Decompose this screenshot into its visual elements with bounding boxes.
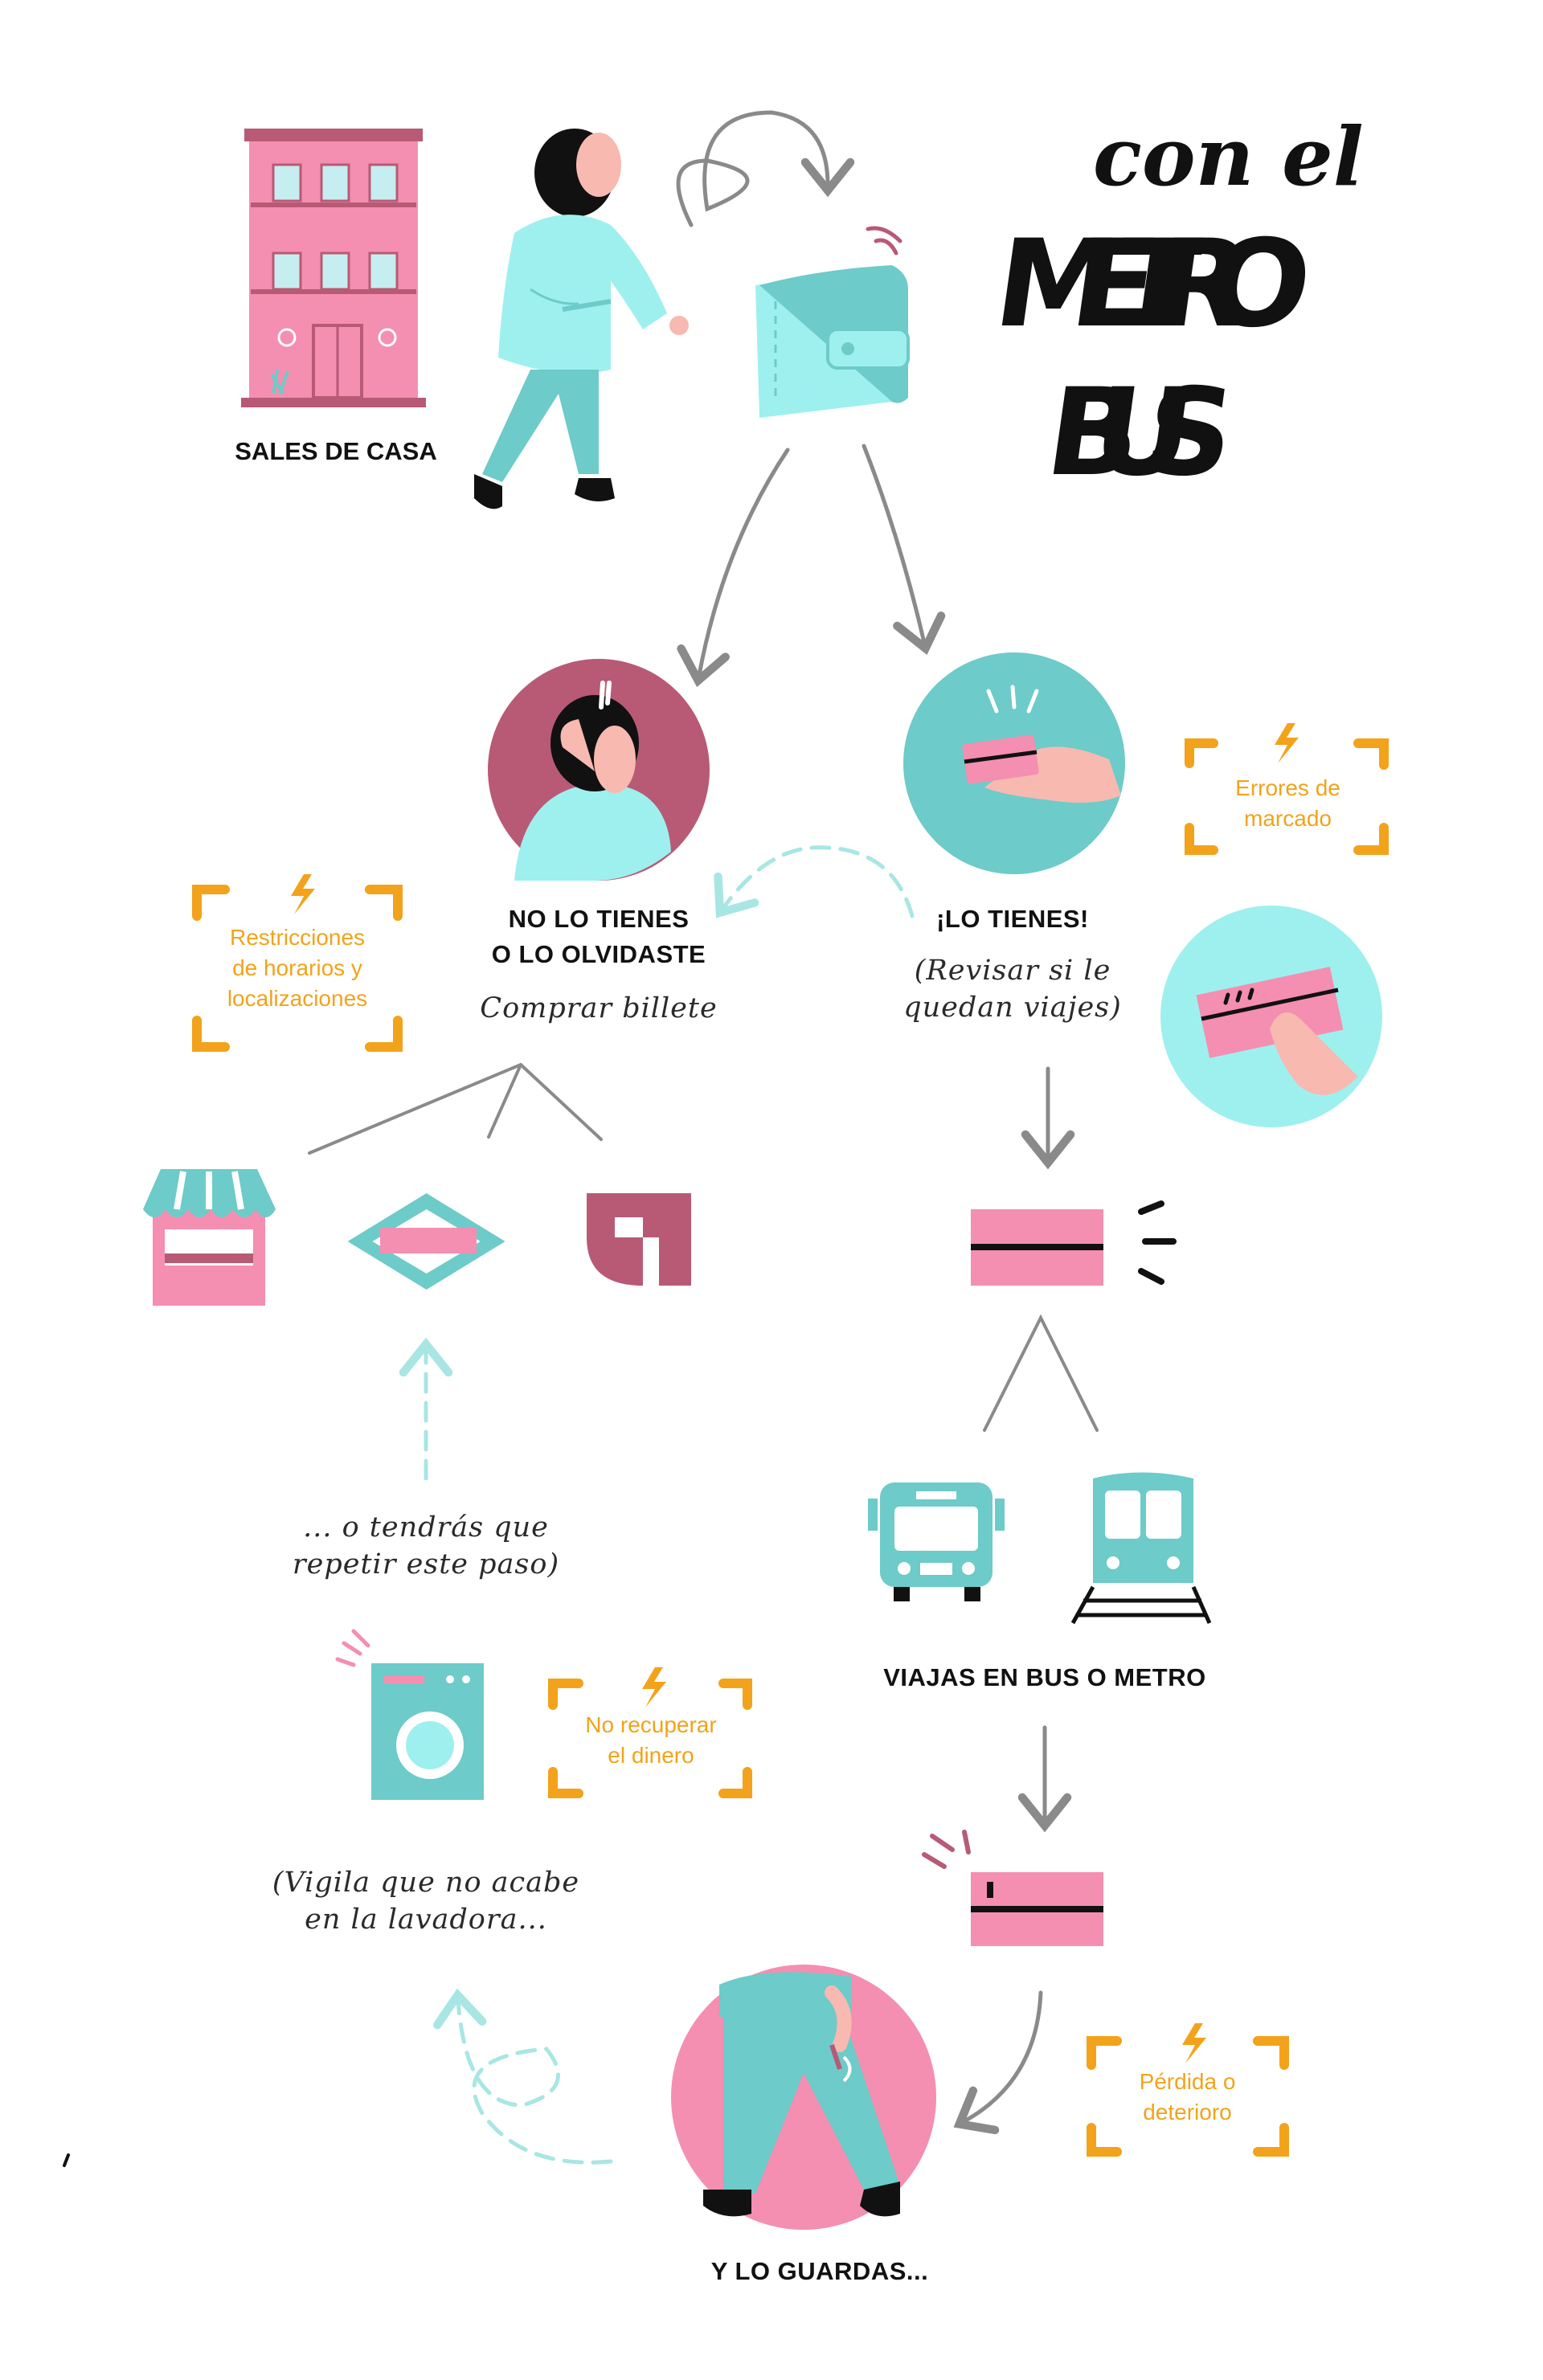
arrow-to-pocket (953, 1990, 1043, 2135)
train-icon (1070, 1472, 1212, 1625)
card-in-hand-icon (903, 652, 1125, 874)
wallet-icon (755, 226, 910, 418)
warning-marking-line1: Errores de (1235, 775, 1340, 800)
transit-logo-icon (587, 1193, 691, 1286)
lightning-icon (642, 1667, 666, 1707)
washing-machine-icon (335, 1629, 484, 1800)
step-leave-home: SALES DE CASA (235, 437, 436, 465)
store-label: Y LO GUARDAS... (710, 2257, 929, 2285)
washer-line2: en la lavadora... (305, 1904, 547, 1936)
lightning-icon (291, 874, 315, 914)
warning-loss-line1: Pérdida o (1139, 2069, 1236, 2094)
repeat-line1: ... o tendrás que (303, 1511, 549, 1544)
travel-label: VIAJAS EN BUS O METRO (883, 1663, 1206, 1691)
stray-mark (63, 2153, 70, 2167)
arrow-to-no-card (677, 448, 790, 688)
check-trips-label: (Revisar si le quedan viajes) (868, 952, 1157, 1026)
check-trips-line2: quedan viajes) (903, 992, 1122, 1024)
no-card-label: NO LO TIENES O LO OLVIDASTE (450, 902, 747, 972)
arrow-to-have-card (862, 444, 946, 656)
title-line1: con el (1093, 109, 1364, 204)
metro-logo-icon (347, 1193, 505, 1290)
card-check-icon (1160, 906, 1382, 1127)
branch-lines-buy (308, 1062, 603, 1155)
pocket-icon (671, 1965, 936, 2230)
warning-frame-schedule (192, 874, 403, 1052)
repeat-label: ... o tendrás que repetir este paso) (265, 1509, 587, 1583)
arrow-pocket-to-washer (432, 1988, 613, 2165)
no-card-line2: O LO OLVIDASTE (491, 940, 706, 968)
branch-lines-travel (983, 1314, 1099, 1432)
warning-refund-line2: el dinero (608, 1743, 694, 1768)
washer-label: (Vigila que no acabe en la lavadora... (257, 1864, 595, 1938)
warning-schedule: Restricciones de horarios y localizacion… (201, 922, 394, 1014)
warning-loss: Pérdida o deterioro (1097, 2067, 1278, 2128)
title-line3: BUS (1038, 362, 1243, 503)
check-trips-line1: (Revisar si le (914, 955, 1111, 987)
warning-frame-refund (548, 1667, 752, 1798)
facepalm-icon (488, 659, 710, 881)
warning-refund: No recuperar el dinero (559, 1710, 743, 1771)
warning-loss-line2: deterioro (1143, 2100, 1232, 2124)
no-card-line1: NO LO TIENES (508, 905, 690, 933)
building-icon (241, 129, 426, 407)
warning-schedule-line1: Restricciones (229, 925, 366, 950)
bus-icon (868, 1482, 1005, 1601)
warning-schedule-line3: localizaciones (227, 986, 368, 1011)
title-line2: METRO (987, 214, 1320, 354)
warning-refund-line1: No recuperar (585, 1712, 717, 1737)
buy-ticket-label: Comprar billete (480, 992, 718, 1024)
person-walking-icon (474, 129, 689, 509)
have-card-label: ¡LO TIENES! (936, 905, 1089, 933)
kiosk-icon (143, 1169, 276, 1306)
warning-marking-line2: marcado (1244, 806, 1332, 831)
warning-schedule-line2: de horarios y (232, 955, 362, 980)
arrow-to-wallet (676, 110, 855, 227)
lightning-icon (1182, 2023, 1206, 2063)
washer-line1: (Vigila que no acabe (272, 1867, 580, 1899)
lightning-icon (1275, 723, 1299, 763)
stored-card-icon (922, 1830, 1103, 1946)
transit-card-icon (971, 1200, 1177, 1286)
warning-marking: Errores de marcado (1197, 773, 1378, 834)
warning-frame-loss (1087, 2023, 1289, 2157)
arrow-have-to-no-card (714, 845, 915, 918)
repeat-line2: repetir este paso) (292, 1548, 560, 1581)
warning-frame-marking (1185, 723, 1389, 855)
